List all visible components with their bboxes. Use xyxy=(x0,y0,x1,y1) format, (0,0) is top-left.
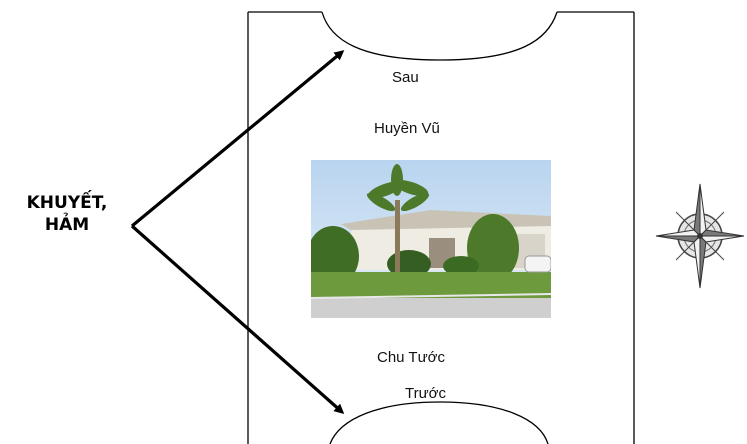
photo-bush-right xyxy=(443,256,479,276)
lot-outline xyxy=(247,11,635,444)
compass-rose-icon xyxy=(655,183,745,289)
photo-palm-fronds xyxy=(366,164,430,212)
deficiency-label-line-2: HẢM xyxy=(44,215,90,235)
photo-curb xyxy=(311,293,551,299)
house-photo xyxy=(311,160,551,318)
photo-bush-left xyxy=(311,226,359,286)
arrow-up xyxy=(130,50,345,228)
photo-tree-right xyxy=(467,214,519,282)
black-tortoise-label: Huyền Vũ xyxy=(374,120,440,137)
deficiency-label-line-1: KHUYẾT, xyxy=(26,193,108,213)
photo-road xyxy=(311,298,551,318)
photo-palm-trunk xyxy=(395,200,400,274)
top-arc xyxy=(321,11,558,61)
bottom-arc xyxy=(329,401,549,444)
deficiency-label: KHUYẾT, HẢM xyxy=(6,192,128,236)
photo-car xyxy=(524,255,551,273)
arrow-down xyxy=(130,224,345,414)
vermilion-bird-label: Chu Tước xyxy=(377,349,445,366)
front-label: Trước xyxy=(405,385,446,402)
arrows xyxy=(130,50,345,414)
back-label: Sau xyxy=(392,69,419,86)
